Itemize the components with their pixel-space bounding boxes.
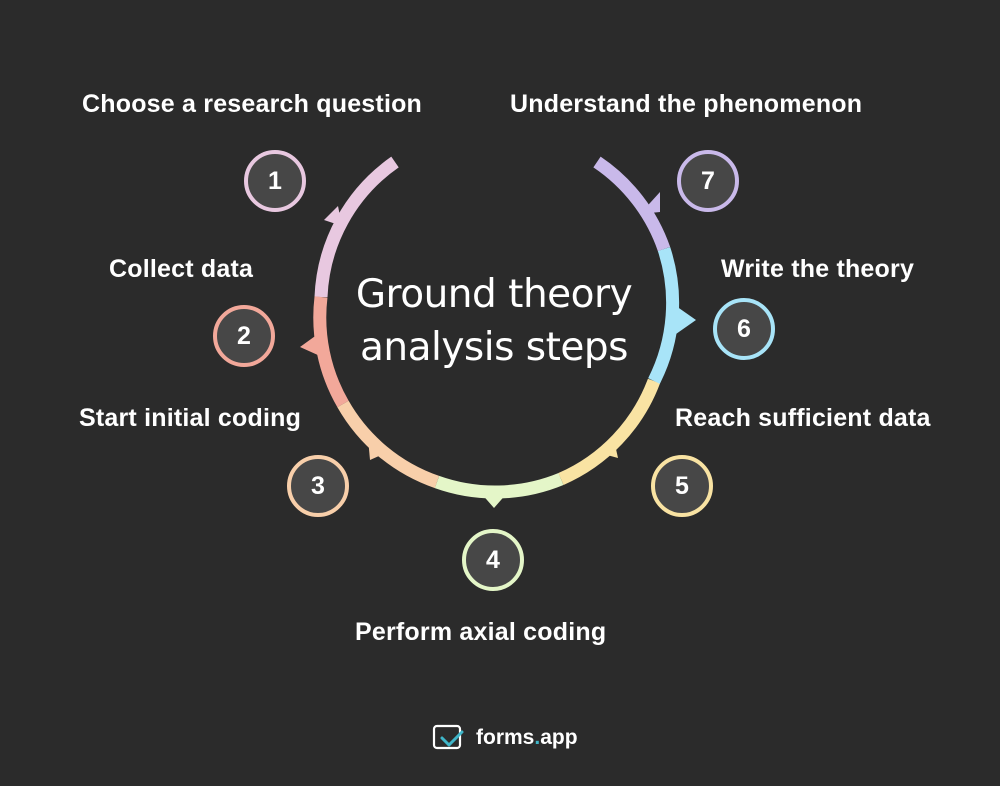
arrow-notch-1	[324, 206, 342, 226]
step-badge-6: 6	[713, 298, 775, 360]
step-number-7: 7	[701, 166, 715, 195]
step-number-1: 1	[268, 166, 282, 195]
arrow-notch-7	[640, 192, 660, 214]
arrow-notch-3	[368, 438, 388, 460]
step-badge-7: 7	[677, 150, 739, 212]
step-number-5: 5	[675, 471, 689, 500]
arrow-notch-4	[480, 492, 508, 508]
step-number-6: 6	[737, 314, 751, 343]
ring-segment-5	[558, 378, 661, 485]
ring-segment-1	[314, 156, 399, 298]
step-label-5: Reach sufficient data	[675, 404, 931, 432]
diagram-title: Ground theory analysis steps	[334, 268, 654, 374]
step-number-2: 2	[237, 321, 251, 350]
step-label-6: Write the theory	[721, 255, 915, 283]
step-badge-5: 5	[651, 455, 713, 517]
ring-segment-6	[648, 246, 680, 384]
arrow-notch-6	[676, 306, 696, 334]
forms-app-logo-icon	[432, 724, 464, 750]
ring-segment-2	[313, 296, 349, 408]
step-label-4: Perform axial coding	[355, 618, 607, 646]
step-label-1: Choose a research question	[82, 90, 423, 118]
ring-segment-3	[337, 400, 440, 489]
arrow-notch-5	[596, 440, 618, 458]
step-number-4: 4	[486, 545, 500, 574]
step-badge-1: 1	[244, 150, 306, 212]
step-label-2: Collect data	[109, 255, 254, 283]
step-badge-4: 4	[462, 529, 524, 591]
brand-logo: forms.app	[432, 724, 578, 752]
title-line-2: analysis steps	[360, 325, 628, 370]
step-badge-2: 2	[213, 305, 275, 367]
step-badge-3: 3	[287, 455, 349, 517]
step-number-3: 3	[311, 471, 325, 500]
step-label-7: Understand the phenomenon	[510, 90, 863, 118]
title-line-1: Ground theory	[355, 272, 633, 317]
step-label-3: Start initial coding	[79, 404, 302, 432]
ring-segment-4	[434, 472, 564, 499]
brand-name: forms.app	[476, 726, 578, 749]
ring-segment-7	[593, 156, 671, 252]
arrow-notch-2	[300, 334, 320, 356]
